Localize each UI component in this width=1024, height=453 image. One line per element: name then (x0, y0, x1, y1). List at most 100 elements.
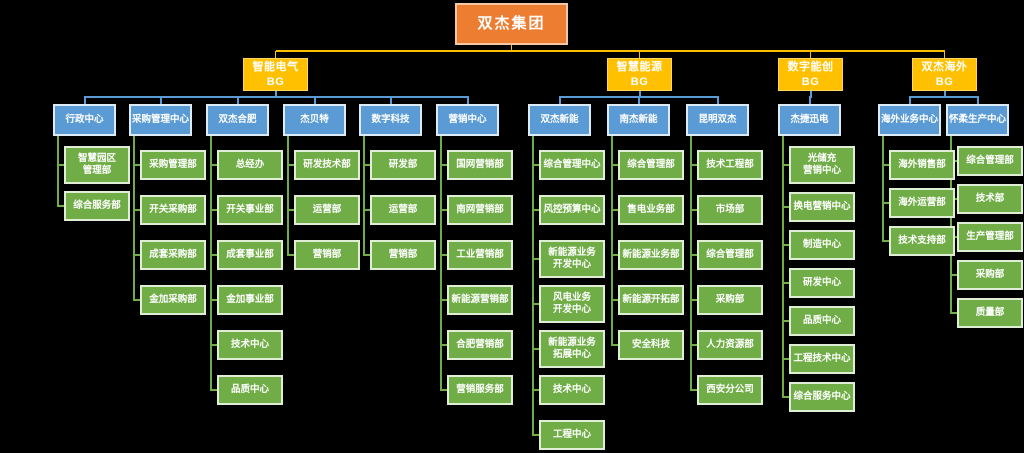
org-node-dept: 人力资源部 (697, 330, 763, 360)
org-node-bg: 智慧能源BG (607, 58, 672, 91)
connector-unit-drop-0-1 (159, 96, 162, 106)
connector-dept-stub (440, 209, 449, 211)
connector-unit-drop-2-0 (808, 96, 811, 106)
org-node-unit: 行政中心 (53, 104, 116, 136)
org-node-dept: 营销部 (294, 240, 360, 270)
org-node-dept: 新能源营销部 (447, 285, 513, 315)
connector-bg-stem-2 (809, 89, 812, 98)
connector-unit-drop-0-3 (313, 96, 316, 106)
connector-unit-drop-0-2 (236, 96, 239, 106)
connector-dept-stub (950, 274, 959, 276)
connector-dept-stub (440, 344, 449, 346)
org-node-dept: 综合服务部 (64, 191, 130, 221)
connector-dept-stub (210, 344, 219, 346)
connector-unit-drop-0-5 (466, 96, 469, 106)
org-node-dept: 总经办 (217, 150, 283, 180)
org-node-dept: 工业营销部 (447, 240, 513, 270)
org-node-unit: 杰捷迅电 (778, 104, 841, 136)
connector-dept-stub (210, 299, 219, 301)
org-node-unit: 杰贝特 (283, 104, 346, 136)
org-node-dept: 新能源业务部 (618, 240, 684, 270)
connector-unit-stem (611, 134, 613, 346)
org-node-unit: 怀柔生产中心 (946, 104, 1009, 136)
connector-dept-stub (440, 254, 449, 256)
org-node-dept: 综合管理部 (618, 150, 684, 180)
org-node-dept: 成套事业部 (217, 240, 283, 270)
connector-dept-stub (532, 389, 541, 391)
org-node-dept: 采购部 (957, 260, 1023, 290)
connector-dept-stub (611, 344, 620, 346)
connector-root-bus (275, 50, 945, 52)
connector-dept-stub (690, 164, 699, 166)
connector-dept-stub (133, 164, 142, 166)
org-node-dept: 市场部 (697, 195, 763, 225)
connector-unit-drop-3-0 (908, 96, 911, 106)
org-node-dept: 研发技术部 (294, 150, 360, 180)
org-node-dept: 光储充 营销中心 (789, 146, 855, 184)
connector-unit-stem (440, 134, 442, 391)
org-node-dept: 综合服务中心 (789, 382, 855, 412)
org-node-unit: 营销中心 (436, 104, 499, 136)
org-node-unit: 数字科技 (359, 104, 422, 136)
org-node-dept: 工程中心 (539, 420, 605, 450)
org-node-dept: 质量部 (957, 298, 1023, 328)
org-node-dept: 综合管理部 (697, 240, 763, 270)
connector-dept-stub (690, 389, 699, 391)
org-node-dept: 技术中心 (217, 330, 283, 360)
connector-dept-stub (532, 434, 541, 436)
connector-dept-stub (363, 254, 372, 256)
org-node-dept: 新能源业务 拓展中心 (539, 330, 605, 368)
connector-root-stem (510, 45, 513, 52)
connector-unit-drop-1-1 (637, 96, 640, 106)
connector-dept-stub (950, 312, 959, 314)
connector-dept-stub (882, 240, 891, 242)
connector-dept-stub (690, 344, 699, 346)
connector-dept-stub (440, 389, 449, 391)
org-node-dept: 新能源开拓部 (618, 285, 684, 315)
connector-bg-stem-1 (638, 89, 641, 98)
org-node-dept: 技术支持部 (889, 226, 955, 256)
org-node-unit: 双杰合肥 (206, 104, 269, 136)
connector-bg-drop-0 (274, 51, 277, 58)
org-node-dept: 风控预算中心 (539, 195, 605, 225)
connector-dept-stub (690, 209, 699, 211)
org-node-dept: 安全科技 (618, 330, 684, 360)
org-node-unit: 昆明双杰 (686, 104, 749, 136)
org-node-dept: 综合管理中心 (539, 150, 605, 180)
connector-dept-stub (782, 396, 791, 398)
connector-bg-drop-1 (638, 51, 641, 58)
connector-unit-drop-1-2 (716, 96, 719, 106)
connector-unit-stem (57, 134, 59, 207)
connector-dept-stub (782, 206, 791, 208)
org-node-dept: 品质中心 (789, 306, 855, 336)
connector-unit-drop-0-0 (83, 96, 86, 106)
connector-bg-bus-0 (84, 96, 468, 98)
connector-unit-stem (690, 134, 692, 391)
connector-unit-drop-1-0 (558, 96, 561, 106)
connector-bg-stem-0 (274, 89, 277, 98)
org-node-dept: 国网营销部 (447, 150, 513, 180)
org-node-dept: 运营部 (370, 195, 436, 225)
org-node-dept: 西安分公司 (697, 375, 763, 405)
org-node-dept: 采购部 (697, 285, 763, 315)
connector-dept-stub (532, 258, 541, 260)
connector-dept-stub (440, 164, 449, 166)
connector-unit-stem (363, 134, 365, 256)
connector-unit-drop-0-4 (389, 96, 392, 106)
org-node-dept: 金加采购部 (140, 285, 206, 315)
org-node-dept: 研发中心 (789, 268, 855, 298)
connector-unit-stem (882, 134, 884, 242)
org-node-dept: 开关采购部 (140, 195, 206, 225)
org-node-dept: 海外运营部 (889, 188, 955, 218)
connector-unit-stem (782, 134, 784, 398)
org-node-dept: 售电业务部 (618, 195, 684, 225)
org-node-dept: 品质中心 (217, 375, 283, 405)
org-node-unit: 双杰新能 (528, 104, 591, 136)
connector-dept-stub (690, 299, 699, 301)
connector-dept-stub (782, 244, 791, 246)
org-node-dept: 技术中心 (539, 375, 605, 405)
connector-dept-stub (57, 164, 66, 166)
org-node-unit: 南杰新能 (607, 104, 670, 136)
org-node-dept: 技术部 (957, 184, 1023, 214)
